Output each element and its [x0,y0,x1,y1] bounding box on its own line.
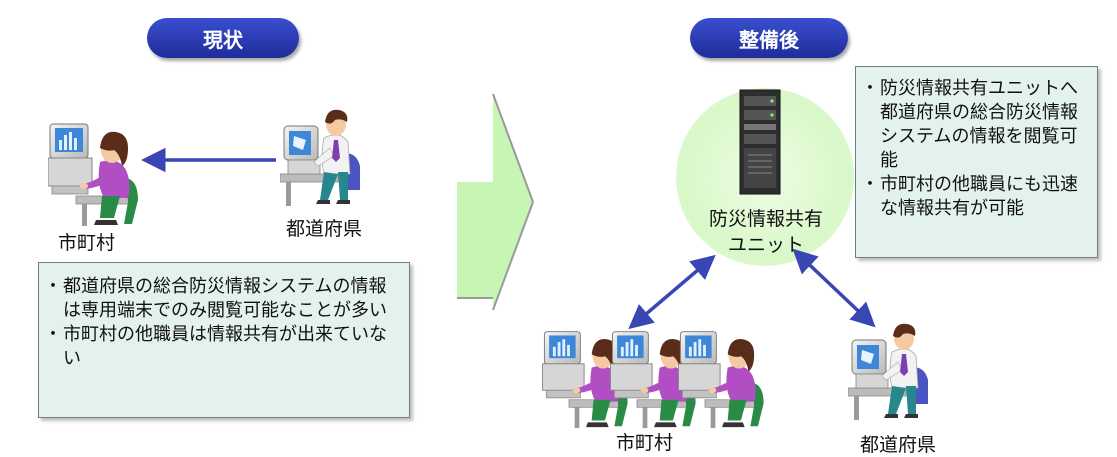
improvement-item: 防災情報共有ユニットへ都道府県の総合防災情報システムの情報を閲覧可能 [861,77,1091,173]
improvement-box: 防災情報共有ユニットへ都道府県の総合防災情報システムの情報を閲覧可能 市町村の他… [855,66,1098,258]
municipality-label: 市町村 [58,232,116,254]
unit-municipality-link [628,254,716,330]
issue-item: 都道府県の総合防災情報システムの情報は専用端末でのみ閲覧可能なことが多い [44,275,399,323]
server-rack-icon [739,89,781,195]
improvement-item: 市町村の他職員にも迅速な情報共有が可能 [861,173,1091,221]
unit-label-line1: 防災情報共有 [708,208,823,230]
unit-prefecture-link [792,248,876,328]
transition-arrow [457,93,534,311]
current-issues-box: 都道府県の総合防災情報システムの情報は専用端末でのみ閲覧可能なことが多い 市町村… [38,262,410,418]
issue-item: 市町村の他職員は情報共有が出来ていない [44,323,399,371]
man-at-computer-icon [848,323,929,421]
prefecture-label: 都道府県 [860,434,937,456]
info-sharing-unit-label: 防災情報共有 ユニット [686,206,846,258]
current-state-title: 現状 [147,18,299,58]
prefecture-label: 都道府県 [286,218,363,240]
municipality-label: 市町村 [616,432,674,454]
unit-label-line2: ユニット [727,234,804,256]
woman-at-computer-icon [678,331,765,429]
after-improvement-title: 整備後 [690,18,848,58]
